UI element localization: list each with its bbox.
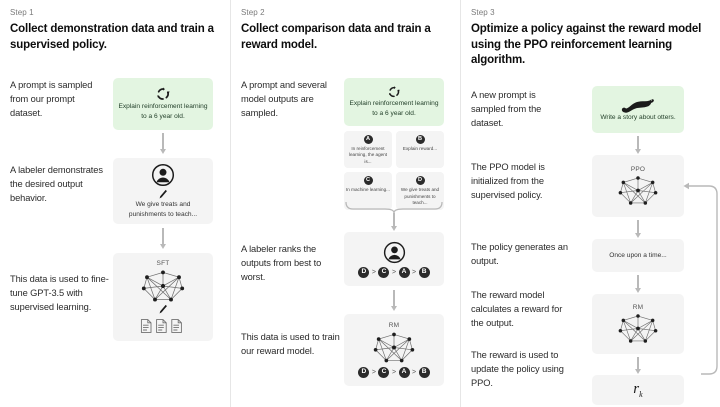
step-3-title: Optimize a policy against the reward mod…: [471, 23, 702, 67]
ranking-order-row: D > C > A > B: [358, 266, 430, 278]
person-icon: [383, 241, 406, 264]
step-3-prompt-panel: Write a story about otters.: [592, 86, 684, 133]
step-1-arrow-1: [162, 133, 164, 150]
step-2-rm-title: RM: [388, 322, 400, 329]
output-badge-b: B: [415, 135, 425, 144]
step-1-label: Step 1: [10, 8, 34, 17]
step-1-prompt-panel: Explain reinforcement learning to a 6 ye…: [113, 78, 213, 130]
output-card-a: A In reinforcement learning, the agent i…: [344, 131, 392, 169]
neural-net-icon: [139, 269, 187, 303]
neural-net-icon: [616, 175, 660, 206]
rank-badge-1: D: [358, 266, 370, 278]
step-3-rm-panel: RM: [592, 294, 684, 354]
rm-rank-separator-3: >: [412, 369, 417, 376]
step-3-output-text: Once upon a time...: [609, 251, 667, 259]
rm-ranking-row: D > C > A > B: [358, 367, 430, 378]
rm-rank-separator-1: >: [371, 369, 376, 376]
rm-rank-badge-1: D: [358, 367, 370, 378]
reward-symbol-subscript: k: [639, 390, 643, 399]
step-3-output-panel: Once upon a time...: [592, 239, 684, 272]
step-3-arrow-3: [637, 275, 639, 289]
step-2-prompt-panel: Explain reinforcement learning to a 6 ye…: [344, 78, 444, 126]
step-3-caption-5: The reward is used to update the policy …: [471, 350, 564, 389]
step-2-prompt-text: Explain reinforcement learning to a 6 ye…: [349, 100, 439, 117]
output-badge-c: C: [363, 176, 373, 186]
step-3-arrow-4: [637, 357, 639, 370]
otter-icon: [621, 97, 655, 113]
output-text-c: In machine learning...: [346, 187, 390, 193]
step-3-label: Step 3: [471, 8, 495, 17]
step-2-caption-1: A prompt and several model outputs are s…: [241, 80, 327, 119]
step-1-column: Step 1 Collect demonstration data and tr…: [0, 0, 230, 407]
output-card-c: C In machine learning...: [344, 172, 392, 210]
step-3-caption-4: The reward model calculates a reward for…: [471, 290, 563, 329]
reward-symbol-base: r: [633, 381, 640, 397]
step-1-caption-3: This data is used to fine-tune GPT-3.5 w…: [10, 274, 109, 313]
output-text-a: In reinforcement learning, the agent is.…: [348, 146, 388, 164]
pencil-icon: [158, 304, 168, 315]
step-1-title: Collect demonstration data and train a s…: [10, 23, 214, 51]
step-2-column: Step 2 Collect comparison data and train…: [230, 0, 460, 407]
recycle-icon: [155, 86, 171, 102]
rank-separator-1: >: [371, 268, 376, 276]
rm-rank-badge-4: B: [418, 367, 430, 378]
reward-symbol: rk: [633, 381, 642, 399]
rm-rank-badge-2: C: [378, 367, 390, 378]
step-3-ppo-title: PPO: [630, 166, 646, 173]
rank-badge-2: C: [378, 266, 390, 278]
pencil-icon: [158, 189, 168, 200]
step-3-column: Step 3 Optimize a policy against the rew…: [460, 0, 720, 407]
step-3-caption-2: The PPO model is initialized from the su…: [471, 162, 545, 201]
rank-badge-4: B: [418, 266, 430, 278]
output-card-b: B Explain reward...: [396, 131, 444, 169]
step-1-caption-2: A labeler demonstrates the desired outpu…: [10, 165, 103, 204]
step-1-arrow-2: [162, 228, 164, 245]
output-badge-d: D: [415, 176, 425, 186]
step-2-arrow-2: [393, 290, 395, 307]
step-3-arrow-2: [637, 220, 639, 234]
step-3-arrow-1: [637, 136, 639, 150]
step-1-sft-title: SFT: [156, 260, 170, 267]
recycle-icon: [387, 85, 401, 99]
person-icon: [151, 163, 175, 187]
neural-net-icon: [371, 331, 417, 364]
rank-separator-3: >: [412, 268, 417, 276]
step-1-labeler-panel: We give treats and punishments to teach.…: [113, 158, 213, 224]
ppo-feedback-loop-arrow: [681, 168, 720, 398]
step-3-rm-title: RM: [632, 304, 644, 311]
step-2-caption-2: A labeler ranks the outputs from best to…: [241, 244, 322, 283]
output-badge-a: A: [363, 135, 373, 144]
step-2-outputs-grid: A In reinforcement learning, the agent i…: [344, 131, 444, 210]
step-2-caption-3: This data is used to train our reward mo…: [241, 332, 340, 357]
output-text-d: We give treats and punishments to teach.…: [400, 187, 440, 206]
step-3-caption-1: A new prompt is sampled from the dataset…: [471, 90, 542, 129]
step-1-prompt-text: Explain reinforcement learning to a 6 ye…: [118, 103, 208, 120]
step-3-reward-panel: rk: [592, 375, 684, 405]
rank-separator-2: >: [391, 268, 397, 276]
rm-rank-badge-3: A: [398, 367, 410, 378]
step-3-ppo-panel: PPO: [592, 155, 684, 217]
neural-net-icon: [616, 313, 660, 344]
step-2-ranking-panel: D > C > A > B: [344, 232, 444, 286]
output-card-d: D We give treats and punishments to teac…: [396, 172, 444, 210]
step-2-title: Collect comparison data and train a rewa…: [241, 23, 431, 51]
rm-rank-separator-2: >: [391, 369, 397, 376]
step-3-caption-3: The policy generates an output.: [471, 242, 568, 267]
step-1-labeler-text: We give treats and punishments to teach.…: [128, 200, 198, 218]
rank-badge-3: A: [398, 266, 410, 278]
step-2-label: Step 2: [241, 8, 265, 17]
output-text-b: Explain reward...: [402, 146, 438, 151]
step-2-arrow-1: [393, 213, 395, 227]
documents-icon: [139, 318, 187, 334]
step-3-prompt-text: Write a story about otters.: [600, 113, 676, 121]
step-2-rm-panel: RM D >: [344, 314, 444, 386]
step-1-caption-1: A prompt is sampled from our prompt data…: [10, 80, 93, 119]
step-1-sft-panel: SFT: [113, 253, 213, 341]
